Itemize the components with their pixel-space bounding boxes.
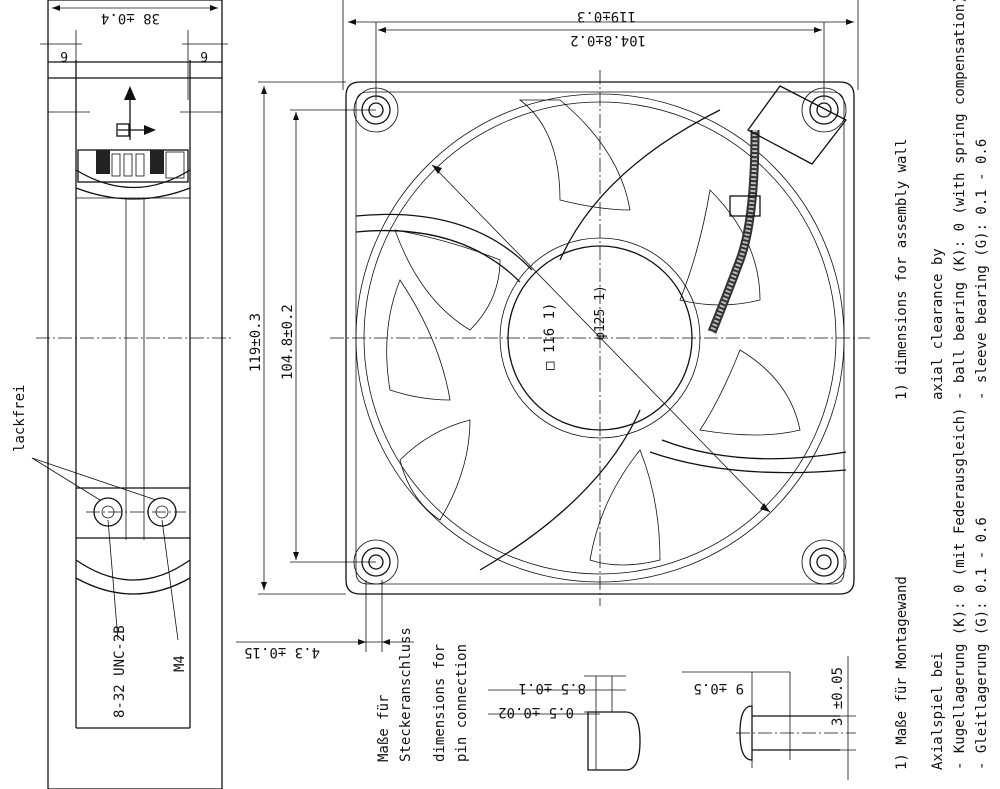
- side-right-dim: 6: [200, 48, 208, 63]
- thread-m4-label: M4: [172, 655, 188, 672]
- note-en-line1: 1) dimensions for assembly wall: [894, 139, 910, 400]
- pin-label-de-line1: Maße für: [376, 695, 392, 762]
- fan-front-view: [258, 0, 870, 606]
- pin-length-dim: 8.5 ±0.1: [519, 680, 586, 696]
- lackfrei-label: lackfrei: [12, 385, 28, 452]
- screw-gap-dim: 3 ±0.05: [830, 667, 846, 726]
- thread-unc-label: 8-32 UNC-2B: [112, 625, 128, 718]
- front-outer-height: 119±0.3: [248, 313, 264, 372]
- side-width-dim: 38 ±0.4: [101, 10, 160, 26]
- note-de-line4: - Gleitlagerung (G): 0.1 - 0.6: [974, 517, 990, 770]
- note-de-line1: 1) Maße für Montagewand: [894, 576, 910, 770]
- note-en-line2: axial clearance by: [930, 248, 946, 400]
- pin-offset-dim: 4.3 ±0.15: [244, 644, 320, 660]
- note-de-line2: Axialspiel bei: [930, 652, 946, 770]
- pin-label-en-line2: pin connection: [454, 644, 470, 762]
- front-hole-spacing-v: 104.8±0.2: [280, 304, 296, 380]
- front-hole-spacing-h: 104.8±0.2: [570, 32, 646, 48]
- center-square-label: □ 116 1): [542, 303, 558, 370]
- note-en-line3: - ball bearing (K): 0 (with spring compe…: [952, 0, 968, 400]
- front-outer-width: 119±0.3: [577, 8, 636, 24]
- pin-thickness-dim: 0.5 ±0.02: [498, 704, 574, 720]
- pin-detail: [236, 580, 856, 780]
- pin-label-en-line1: dimensions for: [432, 644, 448, 762]
- note-en-line4: - sleeve bearing (G): 0.1 - 0.6: [974, 139, 990, 400]
- pin-label-de-line2: Steckeranschluss: [398, 627, 414, 762]
- fan-side-view: [31, 0, 232, 789]
- note-de-line3: - Kugellagerung (K): 0 (mit Federausglei…: [952, 408, 968, 770]
- side-left-dim: 6: [60, 48, 68, 63]
- diameter-label: φ125 1): [593, 285, 608, 340]
- screw-length-dim: 9 ±0.5: [693, 680, 744, 696]
